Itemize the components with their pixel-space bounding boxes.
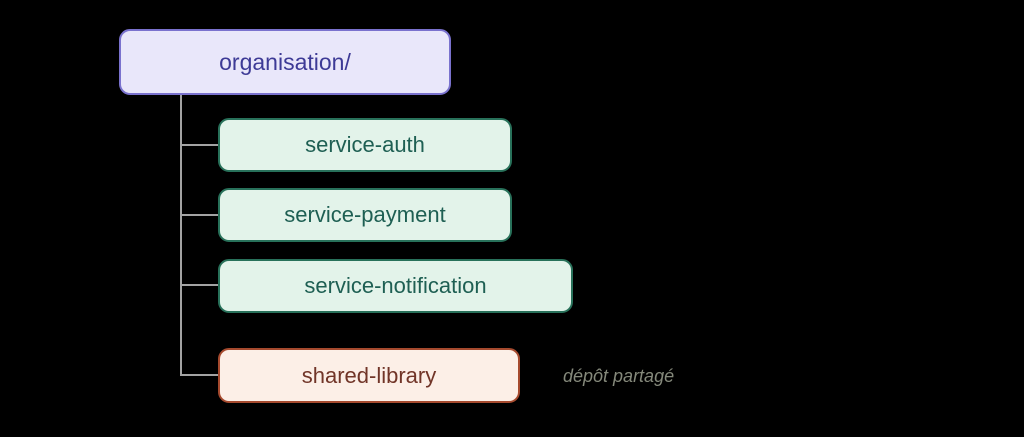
node-service-auth: service-auth: [218, 118, 512, 172]
node-shared-library: shared-library: [218, 348, 520, 403]
annotation-depot-partage: dépôt partagé: [563, 366, 675, 386]
node-service-notification: service-notification: [218, 259, 573, 313]
tree-connector-trunk: [180, 95, 182, 376]
node-service-payment-label: service-payment: [284, 202, 446, 227]
node-organisation-label: organisation/: [219, 48, 351, 75]
tree-connector-branch-auth: [180, 144, 218, 146]
node-shared-library-label: shared-library: [301, 362, 437, 388]
node-service-payment: service-payment: [218, 188, 512, 242]
tree-connector-branch-payment: [180, 214, 218, 216]
node-service-auth-label: service-auth: [305, 132, 425, 157]
node-organisation: organisation/: [119, 29, 451, 95]
node-service-notification-label: service-notification: [304, 273, 487, 298]
tree-connector-branch-shared: [180, 374, 218, 376]
tree-connector-branch-notification: [180, 284, 218, 286]
